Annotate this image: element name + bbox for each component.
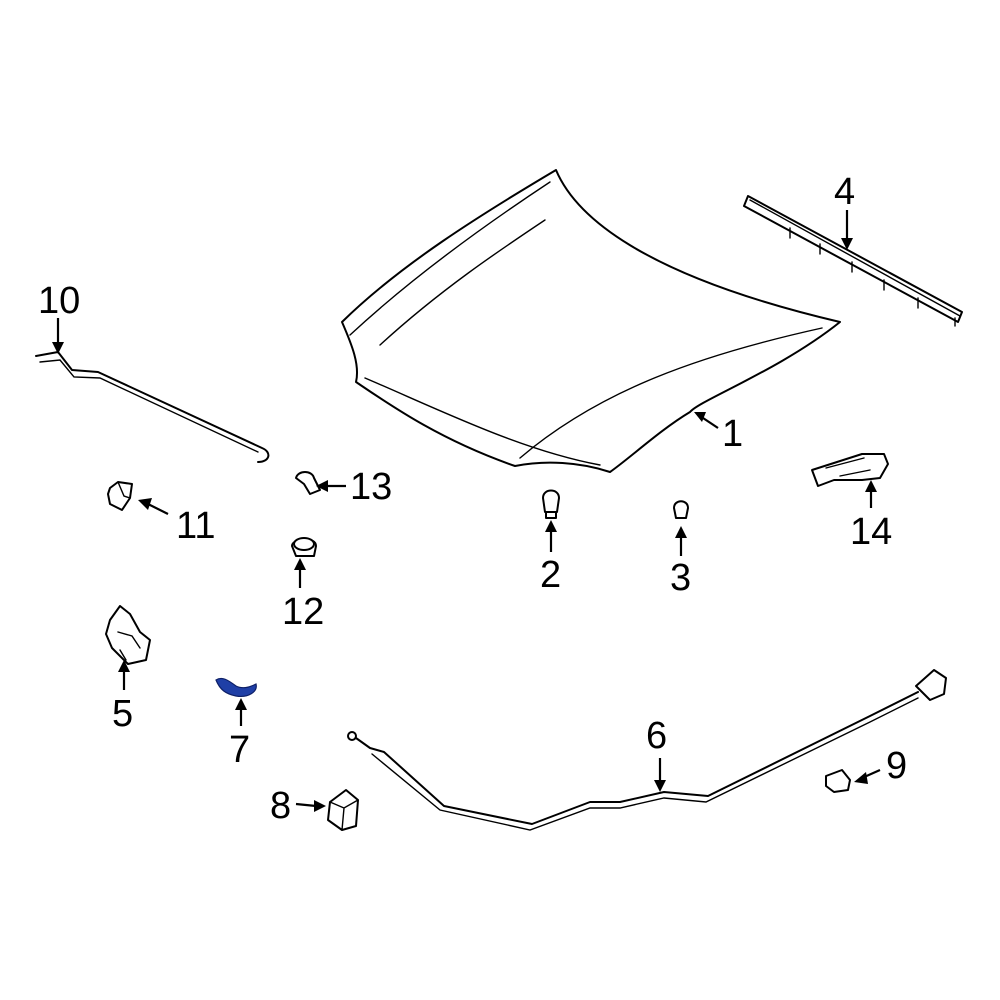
svg-text:2: 2 [540, 554, 561, 596]
callout-6: 6 [646, 715, 667, 792]
release-cable[interactable] [347, 669, 947, 831]
callout-7: 7 [229, 698, 250, 771]
hood-panel[interactable] [341, 169, 841, 473]
callout-12: 12 [282, 558, 324, 633]
bumper-cushion-2[interactable] [542, 489, 560, 519]
cable-retainer[interactable] [825, 769, 851, 793]
callout-2: 2 [540, 520, 561, 596]
svg-text:4: 4 [834, 171, 855, 213]
svg-text:9: 9 [886, 745, 907, 787]
svg-text:5: 5 [112, 693, 133, 735]
callout-3: 3 [670, 526, 691, 599]
svg-text:8: 8 [270, 785, 291, 827]
callout-14: 14 [850, 480, 892, 553]
hood-prop-rod[interactable] [35, 351, 270, 463]
svg-text:3: 3 [670, 557, 691, 599]
bumper-cushion-3[interactable] [673, 500, 689, 519]
hood-bumper[interactable] [291, 537, 317, 557]
callout-8: 8 [270, 785, 326, 827]
svg-text:10: 10 [38, 280, 80, 322]
svg-text:1: 1 [722, 413, 743, 455]
cable-bracket[interactable] [327, 789, 359, 831]
callout-9: 9 [854, 745, 907, 787]
callout-11: 11 [138, 498, 215, 547]
callout-1: 1 [694, 412, 743, 455]
callout-5: 5 [112, 660, 133, 735]
svg-text:13: 13 [350, 466, 392, 508]
prop-rod-clip[interactable] [295, 471, 321, 495]
latch-bracket[interactable] [107, 481, 133, 511]
svg-text:7: 7 [229, 729, 250, 771]
callout-10: 10 [38, 280, 80, 354]
svg-text:6: 6 [646, 715, 667, 757]
callout-4: 4 [834, 171, 855, 250]
hood-latch[interactable] [105, 605, 151, 665]
svg-text:12: 12 [282, 591, 324, 633]
release-lever[interactable] [215, 677, 257, 697]
svg-text:14: 14 [850, 511, 892, 553]
hood-hinge[interactable] [811, 453, 889, 487]
hood-weatherstrip[interactable] [743, 195, 963, 327]
callout-13: 13 [316, 466, 392, 508]
svg-text:11: 11 [176, 505, 215, 547]
